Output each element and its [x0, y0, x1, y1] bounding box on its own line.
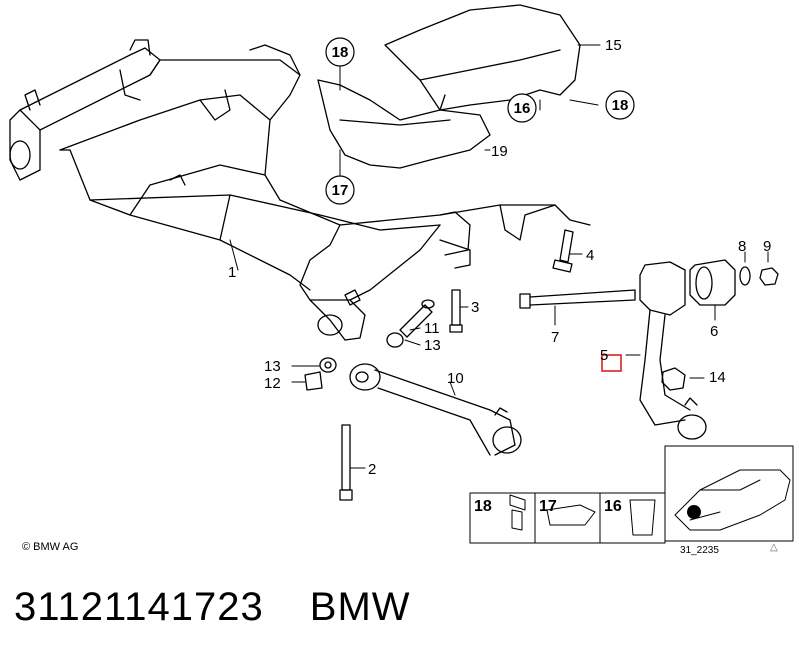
inset-label-18: 18 [474, 498, 492, 515]
highlight-box [601, 354, 622, 372]
callout-9: 9 [763, 238, 771, 255]
drawing-id: 31_2235 [680, 545, 719, 556]
subframe-drawing [9, 39, 591, 341]
washer-8-drawing [739, 266, 751, 286]
callout-14: 14 [709, 369, 726, 386]
cover-drawing [317, 79, 491, 169]
callout-16: 16 [514, 100, 531, 117]
callout-15: 15 [605, 37, 622, 54]
copyright-notice: © BMW AG [22, 541, 79, 553]
bolt-7-drawing [519, 289, 636, 309]
location-dot [687, 505, 701, 519]
nut-9-drawing [759, 267, 779, 286]
screw-2-drawing [339, 424, 353, 501]
inset-label-17: 17 [539, 498, 557, 515]
callout-19: 19 [491, 143, 508, 160]
wishbone-10-drawing [349, 363, 522, 456]
inset-label-16: 16 [604, 498, 622, 515]
warning-triangle-icon: △ [770, 542, 778, 553]
callout-6: 6 [710, 323, 718, 340]
callout-10: 10 [447, 370, 464, 387]
parts-diagram: 18 17 16 18 1 2 3 4 5 6 7 8 9 10 11 12 1… [9, 4, 794, 544]
screw-4-drawing [552, 229, 574, 273]
callout-18-top: 18 [332, 44, 349, 61]
leader-lines [229, 44, 769, 469]
callout-13-left: 13 [264, 358, 281, 375]
callout-7: 7 [551, 329, 559, 346]
footer-caption: 31121141723 BMW [14, 585, 411, 630]
car-location-inset [664, 445, 794, 542]
callout-4: 4 [586, 247, 594, 264]
nut-14-drawing [661, 367, 686, 391]
screw-3-drawing [449, 289, 463, 333]
callout-8: 8 [738, 238, 746, 255]
callout-2: 2 [368, 461, 376, 478]
callout-1: 1 [228, 264, 236, 281]
callout-11: 11 [424, 320, 440, 337]
callout-18-right: 18 [612, 97, 629, 114]
rubber-mount-6-drawing [689, 259, 736, 306]
heat-shield-drawing [384, 4, 581, 111]
fastener-inset-boxes [469, 492, 666, 544]
callout-3: 3 [471, 299, 479, 316]
circled-callouts [325, 37, 635, 205]
callout-17: 17 [332, 182, 349, 199]
part-number: 31121141723 [14, 585, 264, 629]
brand-name: BMW [309, 585, 411, 629]
callout-13-right: 13 [424, 337, 441, 354]
callout-5: 5 [600, 347, 608, 364]
callout-12: 12 [264, 375, 281, 392]
washer-nut-drawing [304, 332, 404, 391]
bolt-11-drawing [399, 299, 435, 338]
